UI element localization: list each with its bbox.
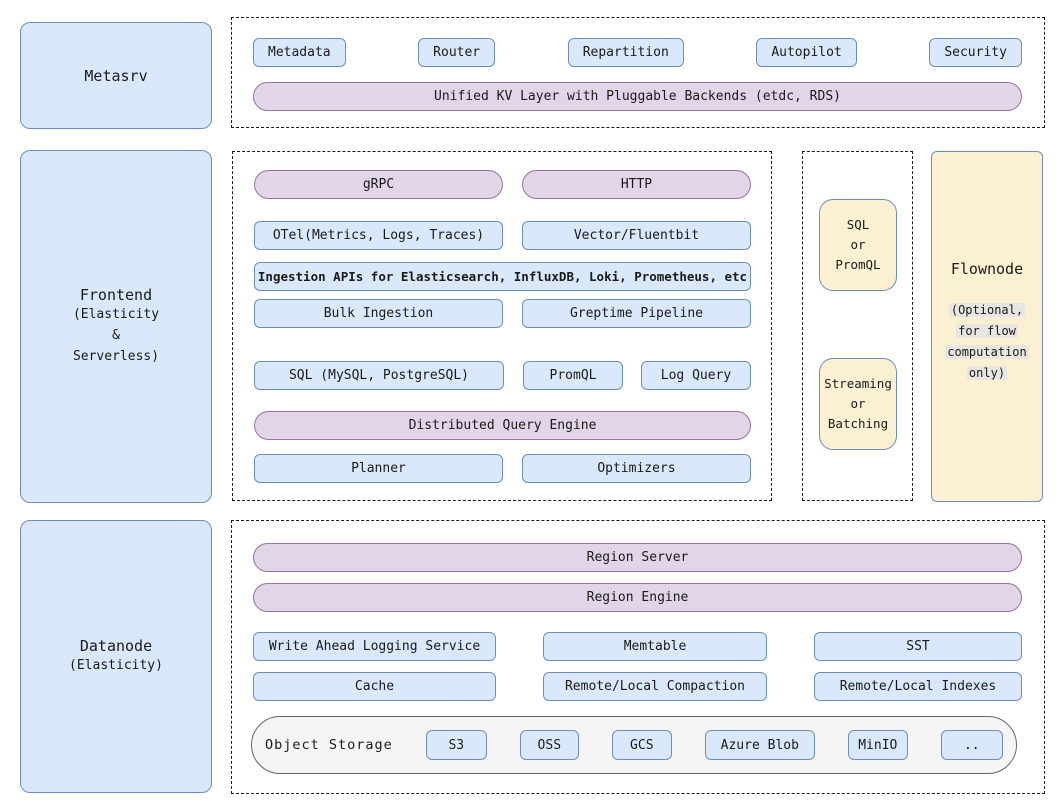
node-vector-fluentbit: Vector/Fluentbit — [521, 221, 751, 250]
node-promql: PromQL — [523, 361, 623, 390]
frontend-subtitle-line: Serverless) — [72, 349, 160, 364]
node-optimizers: Optimizers — [521, 454, 751, 483]
object-storage-container: Object Storage S3 OSS GCS Azure Blob Min… — [251, 716, 1017, 774]
node-distributed-query-engine: Distributed Query Engine — [254, 411, 751, 440]
sql-or-promql-line: PromQL — [835, 257, 881, 272]
planner-row: Planner Optimizers — [254, 454, 751, 483]
node-streaming-or-batching: Streaming or Batching — [819, 358, 897, 450]
region-server-row: Region Server — [253, 543, 1022, 572]
frontend-subtitle-line: & — [112, 328, 120, 343]
node-region-engine: Region Engine — [253, 583, 1022, 612]
region-engine-row: Region Engine — [253, 583, 1022, 612]
metasrv-node: Metasrv — [20, 22, 212, 129]
node-oss: OSS — [519, 730, 579, 760]
node-azure-blob: Azure Blob — [704, 730, 815, 760]
query-engine-row: Distributed Query Engine — [254, 411, 751, 440]
flow-link-group: SQL or PromQL Streaming or Batching — [802, 151, 913, 501]
datanode-group: Region Server Region Engine Write Ahead … — [231, 520, 1045, 794]
node-unified-kv-layer: Unified KV Layer with Pluggable Backends… — [253, 82, 1022, 111]
object-storage-label: Object Storage — [265, 737, 393, 753]
node-autopilot: Autopilot — [756, 38, 857, 67]
node-other-stores: .. — [940, 730, 1003, 760]
datanode-node: Datanode (Elasticity) — [20, 520, 212, 793]
node-grpc: gRPC — [254, 170, 503, 199]
node-sql-or-promql: SQL or PromQL — [819, 199, 897, 291]
frontend-title: Frontend — [79, 286, 153, 304]
node-log-query: Log Query — [641, 361, 751, 390]
flownode-node: Flownode (Optional, for flow computation… — [931, 151, 1043, 502]
datanode-subtitle: (Elasticity) — [69, 658, 163, 673]
flownode-note-line: only) — [966, 366, 1008, 380]
node-metadata: Metadata — [253, 38, 346, 67]
sql-or-promql-line: or — [850, 237, 866, 252]
node-minio: MinIO — [847, 730, 908, 760]
node-memtable: Memtable — [543, 632, 767, 661]
node-planner: Planner — [254, 454, 503, 483]
node-s3: S3 — [425, 730, 487, 760]
storage-row-1: Write Ahead Logging Service Memtable SST — [253, 632, 1022, 661]
flownode-note-line: (Optional, — [948, 303, 1026, 317]
node-remote-local-compaction: Remote/Local Compaction — [543, 672, 767, 701]
flownode-note-line: computation — [945, 345, 1029, 359]
frontend-group: gRPC HTTP OTel(Metrics, Logs, Traces) Ve… — [232, 151, 772, 501]
ingestion-row: Bulk Ingestion Greptime Pipeline — [254, 299, 751, 328]
node-router: Router — [418, 38, 496, 67]
streaming-line: Batching — [827, 416, 889, 431]
metasrv-title: Metasrv — [84, 66, 148, 85]
node-region-server: Region Server — [253, 543, 1022, 572]
node-cache: Cache — [253, 672, 496, 701]
ingestion-apis-row: Ingestion APIs for Elasticsearch, Influx… — [254, 262, 751, 291]
protocol-row: gRPC HTTP — [254, 170, 751, 199]
node-remote-local-indexes: Remote/Local Indexes — [814, 672, 1022, 701]
node-ingestion-apis: Ingestion APIs for Elasticsearch, Influx… — [254, 262, 751, 291]
flownode-title: Flownode — [950, 260, 1024, 278]
metasrv-components-row: Metadata Router Repartition Autopilot Se… — [253, 38, 1022, 67]
node-bulk-ingestion: Bulk Ingestion — [254, 299, 503, 328]
storage-row-2: Cache Remote/Local Compaction Remote/Loc… — [253, 672, 1022, 701]
flownode-note: (Optional, for flow computation only) — [945, 300, 1029, 384]
node-sql: SQL (MySQL, PostgreSQL) — [254, 361, 504, 390]
flownode-note-line: for flow — [956, 324, 1018, 338]
node-wal-service: Write Ahead Logging Service — [253, 632, 496, 661]
node-http: HTTP — [521, 170, 751, 199]
streaming-line: Streaming — [824, 376, 892, 391]
node-repartition: Repartition — [567, 38, 684, 67]
streaming-line: or — [850, 396, 866, 411]
telemetry-row: OTel(Metrics, Logs, Traces) Vector/Fluen… — [254, 221, 751, 250]
frontend-subtitle-line: (Elasticity — [72, 307, 160, 322]
metasrv-group: Metadata Router Repartition Autopilot Se… — [231, 17, 1045, 128]
node-sst: SST — [814, 632, 1022, 661]
frontend-node: Frontend (Elasticity & Serverless) — [20, 150, 212, 503]
sql-or-promql-line: SQL — [846, 217, 870, 232]
node-greptime-pipeline: Greptime Pipeline — [521, 299, 751, 328]
datanode-title: Datanode — [79, 637, 153, 655]
node-otel: OTel(Metrics, Logs, Traces) — [254, 221, 503, 250]
query-language-row: SQL (MySQL, PostgreSQL) PromQL Log Query — [254, 361, 751, 390]
node-security: Security — [929, 38, 1022, 67]
node-gcs: GCS — [611, 730, 672, 760]
